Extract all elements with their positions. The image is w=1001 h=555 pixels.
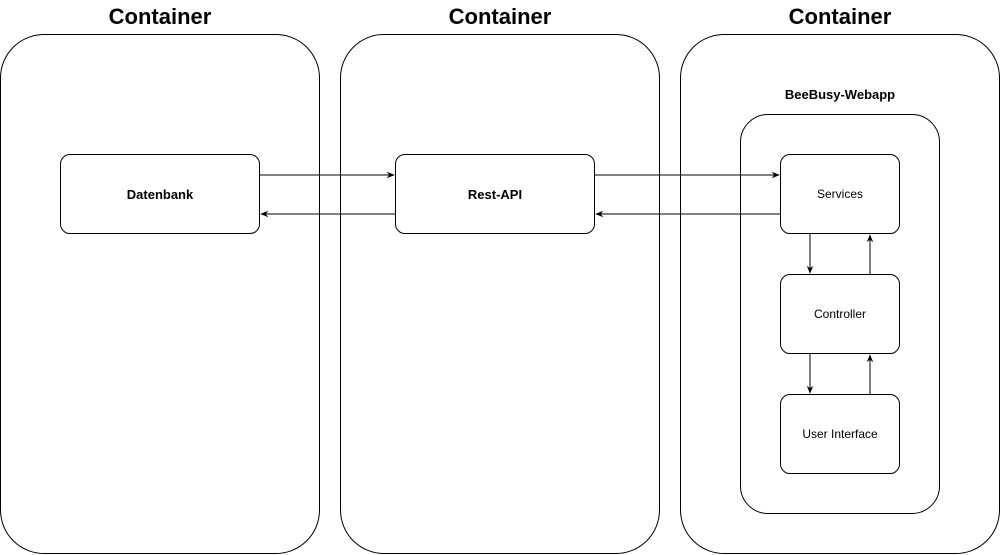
rest-api-node[interactable]: Rest-API — [395, 154, 595, 234]
container-title-2: Container — [448, 4, 552, 29]
container-box-2[interactable] — [340, 34, 660, 554]
datenbank-label: Datenbank — [126, 186, 194, 202]
user-interface-label: User Interface — [802, 427, 878, 441]
container-title-3: Container — [788, 4, 892, 29]
container-box-1[interactable] — [0, 34, 320, 554]
datenbank-node[interactable]: Datenbank — [60, 154, 260, 234]
container-title-1: Container — [108, 4, 212, 29]
user-interface-node[interactable]: User Interface — [780, 394, 900, 474]
webapp-group-label: BeeBusy-Webapp — [784, 87, 896, 102]
controller-label: Controller — [813, 307, 867, 321]
services-node[interactable]: Services — [780, 154, 900, 234]
rest-api-label: Rest-API — [467, 186, 523, 202]
controller-node[interactable]: Controller — [780, 274, 900, 354]
services-label: Services — [816, 187, 863, 201]
